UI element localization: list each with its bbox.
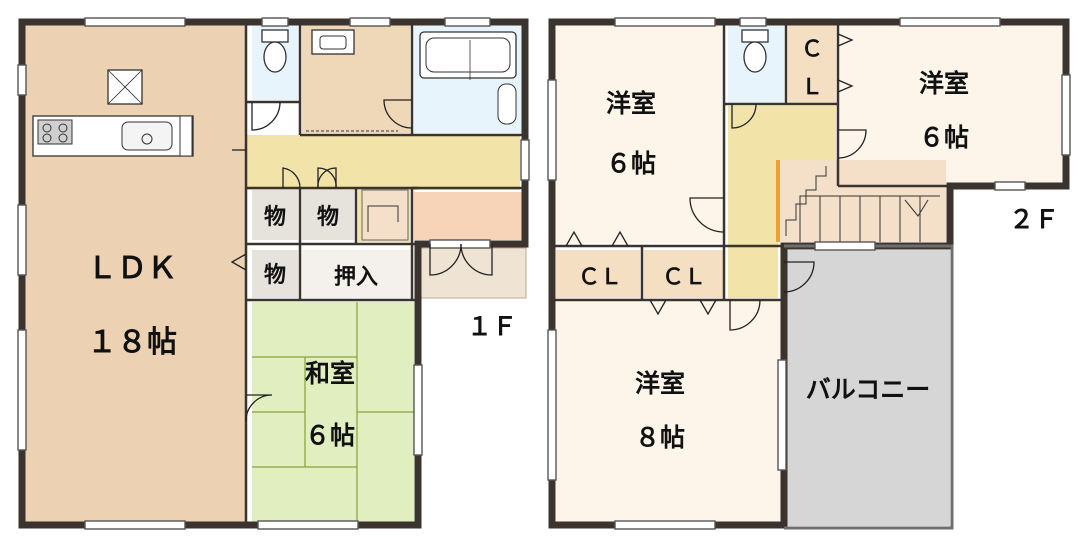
western-ne-name: 洋室 [919, 69, 969, 98]
western-s-size: ８帖 [635, 423, 685, 452]
washitsu-name: 和室 [305, 359, 355, 388]
labels-2f: 洋室 ６帖 洋室 ６帖 洋室 ８帖 ＣＬ ＣＬ Ｃ Ｌ バルコニー ２Ｆ [578, 37, 1059, 452]
ldk-size: １８帖 [87, 325, 177, 360]
storage-2-label: 物 [317, 204, 339, 230]
toilet-2f-fixture [741, 29, 769, 73]
hallway-2f-floor [728, 106, 836, 298]
labels-1f: ＬＤＫ １８帖 和室 ６帖 押入 物 物 物 １Ｆ [87, 204, 517, 450]
closet-ne-label-l: Ｌ [801, 75, 823, 100]
western-s-name: 洋室 [635, 369, 685, 398]
oshiire-label: 押入 [334, 264, 378, 290]
toilet-1f-fixture [261, 29, 289, 73]
stairs-2f [776, 160, 946, 242]
floor-1 [17, 17, 530, 530]
closet-1-floor [556, 250, 640, 298]
kitchen-counter [32, 115, 194, 157]
doors-1f [230, 99, 493, 422]
walls-2f-interior [552, 22, 950, 302]
closet-2-floor [644, 250, 724, 298]
entrance-floor [414, 192, 522, 240]
balcony-floor [786, 250, 950, 526]
wash-basin [311, 29, 355, 55]
floor-2 [547, 17, 1071, 530]
storage-3-floor [252, 250, 298, 298]
floor-1-label: １Ｆ [467, 312, 517, 341]
bathtub [419, 31, 517, 125]
western-nw-size: ６帖 [606, 149, 656, 178]
washitsu-size: ６帖 [305, 421, 355, 450]
closet-2-label: ＣＬ [662, 265, 706, 290]
porch [419, 247, 527, 299]
western-ne-size: ６帖 [919, 123, 969, 152]
walls-1f-interior [244, 22, 525, 525]
ldk-floor [25, 25, 245, 522]
floor-2-label: ２Ｆ [1009, 205, 1059, 234]
western-nw-floor [556, 25, 722, 243]
storage-1-label: 物 [264, 204, 286, 230]
entrance-step [361, 189, 409, 241]
western-ne-floor [840, 25, 1062, 183]
ldk-name: ＬＤＫ [87, 251, 177, 286]
oshiire-floor [302, 250, 410, 298]
windows-1f [17, 17, 530, 530]
refrigerator [107, 69, 143, 105]
tatami-lines [252, 302, 414, 522]
doors-2f [565, 33, 867, 331]
windows-2f [547, 17, 1071, 530]
closet-1-label: ＣＬ [578, 265, 622, 290]
storage-2-floor [302, 190, 354, 240]
storage-1-floor [252, 190, 298, 240]
balcony-label: バルコニー [806, 375, 931, 404]
closet-ne-label-c: Ｃ [801, 37, 823, 62]
western-nw-name: 洋室 [606, 89, 656, 118]
storage-3-label: 物 [264, 262, 286, 288]
western-s-floor [556, 302, 782, 522]
closet-ne-floor [788, 25, 836, 103]
